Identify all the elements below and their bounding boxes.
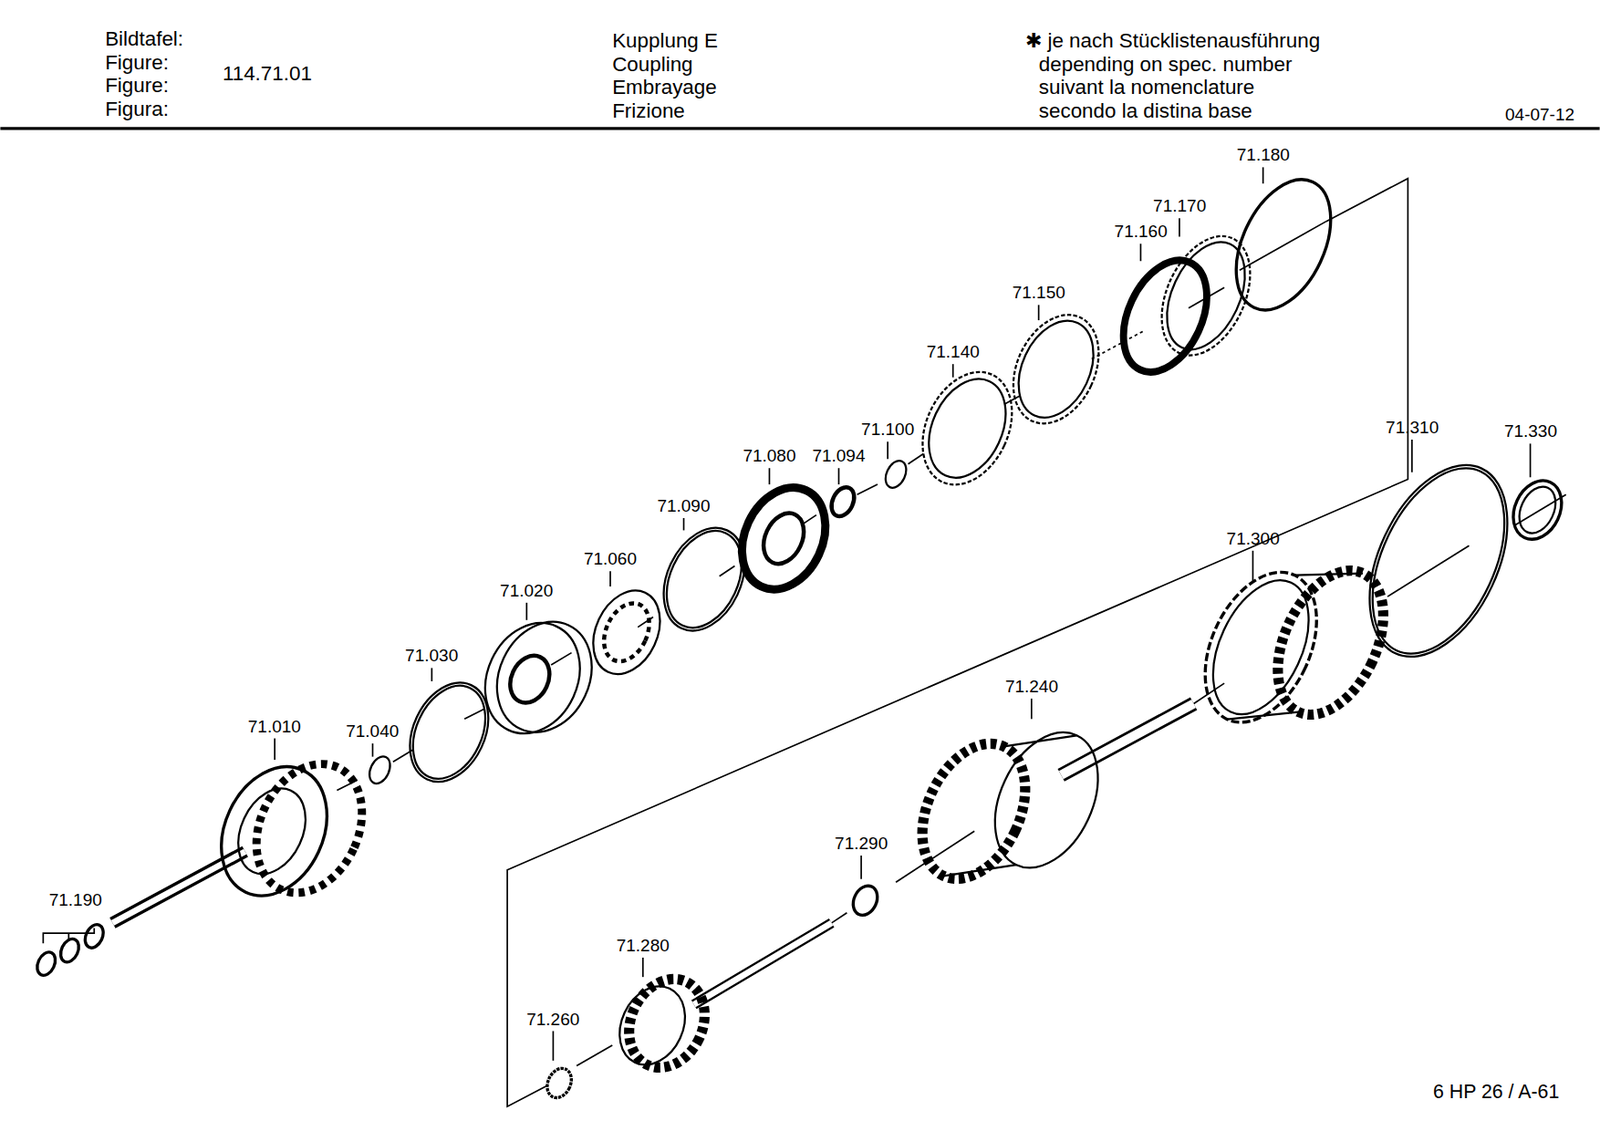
date-text: 04-07-12 <box>1505 105 1575 125</box>
callout-number: 71.100 <box>861 420 915 439</box>
callout-number: 71.030 <box>405 646 458 665</box>
callout-number: 71.010 <box>248 717 302 737</box>
callout-number: 71.140 <box>926 342 980 362</box>
figure-number: 114.71.01 <box>222 62 312 85</box>
drawing-reference: 6 HP 26 / A-61 <box>1433 1081 1559 1102</box>
header-field: Figure: <box>104 51 169 74</box>
callout-number: 71.310 <box>1385 418 1439 437</box>
figure-title: Kupplung E <box>612 30 718 52</box>
callout-number: 71.240 <box>1005 677 1059 697</box>
callout-number: 71.300 <box>1226 529 1280 549</box>
note-text: secondo la distina base <box>1038 100 1253 123</box>
note-text: suivant la nomenclature <box>1038 76 1255 99</box>
callout-number: 71.170 <box>1153 197 1206 216</box>
callout-number: 71.260 <box>526 1010 580 1029</box>
header-field: Figure: <box>104 74 169 97</box>
callout-number: 71.090 <box>656 497 710 516</box>
callout-number: 71.180 <box>1236 145 1290 165</box>
figure-title: Coupling <box>612 53 693 76</box>
note-text: ✱ je nach Stücklistenausführung <box>1025 30 1320 52</box>
header-field: Bildtafel: <box>104 28 184 51</box>
figure-title: Frizione <box>612 100 686 123</box>
callout-number: 71.280 <box>616 936 670 956</box>
callout-number: 71.060 <box>583 550 637 569</box>
note-text: depending on spec. number <box>1038 53 1293 76</box>
header-field: Figura: <box>104 98 169 121</box>
callout-number: 71.040 <box>345 722 399 741</box>
callout-number: 71.080 <box>742 446 796 466</box>
callout-number: 71.290 <box>834 834 888 853</box>
figure-title: Embrayage <box>612 76 717 99</box>
callout-number: 71.150 <box>1012 283 1066 302</box>
callout-number: 71.094 <box>811 446 865 466</box>
callout-number: 71.190 <box>49 891 103 910</box>
callout-number: 71.020 <box>499 581 553 601</box>
callout-number: 71.160 <box>1114 222 1168 241</box>
callout-number: 71.330 <box>1504 422 1558 441</box>
